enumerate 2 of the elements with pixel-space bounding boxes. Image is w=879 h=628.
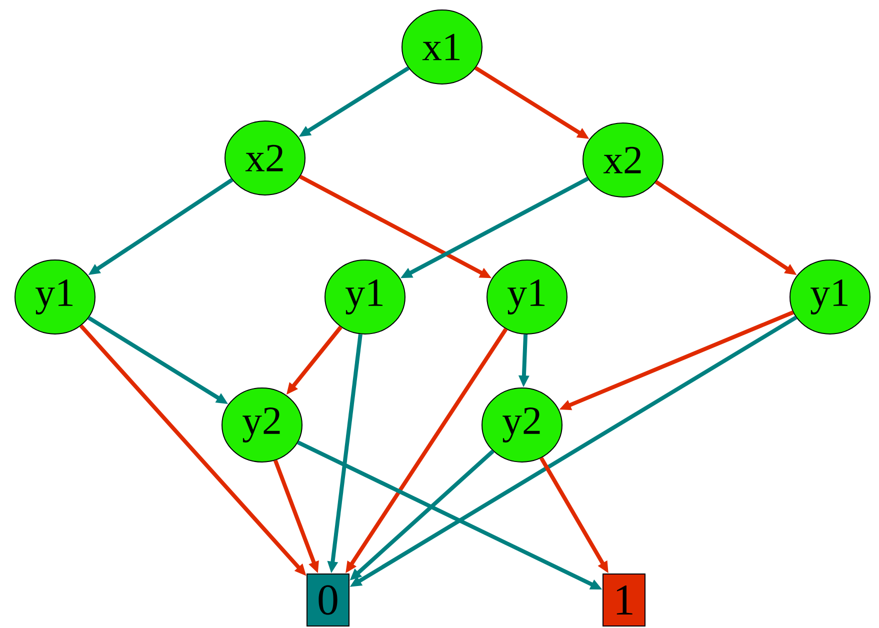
terminal-box: 1 xyxy=(602,574,646,626)
terminal-box: 0 xyxy=(306,574,350,626)
